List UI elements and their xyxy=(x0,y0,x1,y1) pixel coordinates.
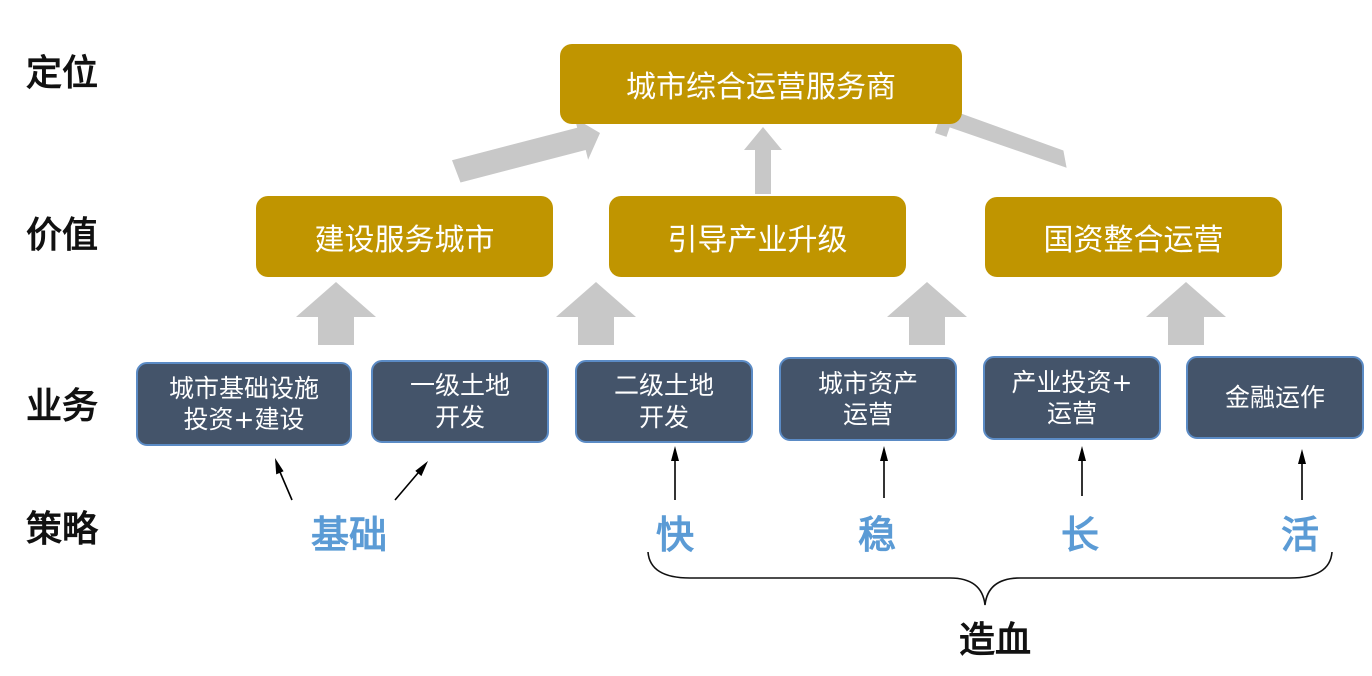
strategy-flexible: 活 xyxy=(1281,513,1320,557)
business-box-financial: 金融运作 xyxy=(1186,356,1364,439)
business-box-infrastructure: 城市基础设施 投资+建设 xyxy=(136,362,352,446)
pointer-arrowhead-4 xyxy=(880,446,888,461)
value-box-text: 引导产业升级 xyxy=(667,222,848,258)
gray-arrow-right-diagonal xyxy=(935,105,1067,168)
pointer-arrowhead-3 xyxy=(671,446,679,461)
pointer-arrow-1 xyxy=(279,471,293,501)
value-box-text: 国资整合运营 xyxy=(1043,223,1224,258)
business-box-industry-investment: 产业投资+ 运营 xyxy=(983,356,1161,440)
strategy-foundation: 基础 xyxy=(311,513,388,557)
pointer-arrowhead-6 xyxy=(1298,449,1306,464)
gray-arrow-business-4 xyxy=(1146,282,1226,345)
brace-label: 造血 xyxy=(959,620,1032,661)
positioning-box-text: 城市综合运营服务商 xyxy=(626,70,896,105)
pointer-arrowhead-1 xyxy=(275,458,284,475)
value-box-industry: 引导产业升级 xyxy=(609,196,906,277)
pointer-arrowhead-2 xyxy=(415,461,428,477)
value-box-text: 建设服务城市 xyxy=(314,222,495,258)
pointer-arrows xyxy=(275,446,1306,501)
value-box-state-assets: 国资整合运营 xyxy=(985,197,1282,277)
business-box-text: 二级土地 开发 xyxy=(613,371,714,432)
gray-arrow-business-3 xyxy=(887,282,967,345)
gray-arrow-center-vertical xyxy=(744,127,782,194)
gray-arrow-left-diagonal xyxy=(452,118,600,183)
business-box-text: 金融运作 xyxy=(1224,382,1325,412)
business-box-text: 城市基础设施 投资+建设 xyxy=(168,373,319,434)
business-box-asset-operation: 城市资产 运营 xyxy=(779,357,957,441)
pointer-arrow-2 xyxy=(394,472,419,501)
business-box-text: 城市资产 运营 xyxy=(817,368,918,429)
strategy-stable: 稳 xyxy=(858,513,897,557)
row-label-value: 价值 xyxy=(26,215,99,256)
row-label-strategy: 策略 xyxy=(26,509,99,550)
strategy-fast: 快 xyxy=(656,513,695,557)
gray-arrow-business-2 xyxy=(556,282,636,345)
value-box-construction: 建设服务城市 xyxy=(256,196,553,277)
strategy-long: 长 xyxy=(1061,513,1100,557)
business-box-primary-land: 一级土地 开发 xyxy=(371,360,549,443)
business-box-text: 产业投资+ 运营 xyxy=(1011,367,1133,428)
gray-arrow-business-1 xyxy=(296,282,376,345)
row-label-business: 业务 xyxy=(26,386,99,427)
positioning-box: 城市综合运营服务商 xyxy=(560,44,962,124)
row-label-positioning: 定位 xyxy=(26,53,99,94)
business-box-secondary-land: 二级土地 开发 xyxy=(575,360,753,443)
curly-brace xyxy=(647,551,1333,606)
business-box-text: 一级土地 开发 xyxy=(409,371,510,432)
pointer-arrowhead-5 xyxy=(1078,446,1086,461)
